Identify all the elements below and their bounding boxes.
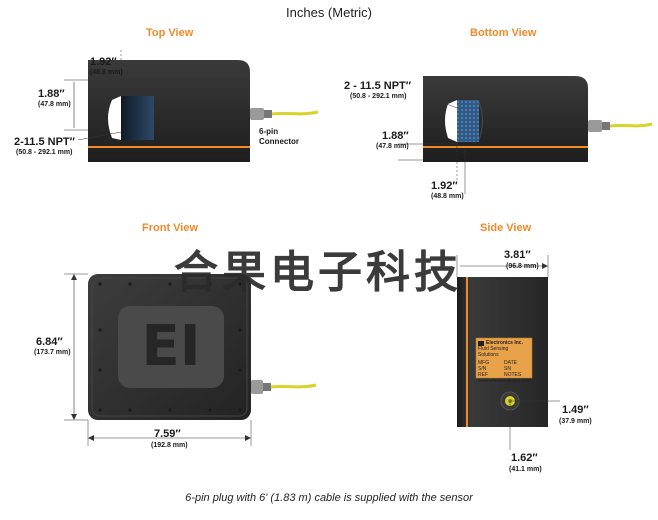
front-view-cable bbox=[251, 380, 317, 394]
front-view-height-dim: 6.84″ bbox=[36, 336, 63, 348]
front-view-logo: EI bbox=[141, 314, 201, 379]
side-view-product-label: Electronics Inc. Fluid Sensing Solutions… bbox=[478, 340, 532, 384]
top-view-lens bbox=[121, 96, 154, 140]
page-title: Inches (Metric) bbox=[286, 5, 372, 20]
top-view-orange-stripe bbox=[88, 146, 250, 148]
label-row: REF bbox=[478, 372, 488, 378]
top-view-cable bbox=[250, 108, 319, 120]
front-view-screws bbox=[98, 282, 242, 412]
bottom-view-thread-metric: (50.8 - 292.1 mm) bbox=[350, 93, 407, 100]
label-logo-icon bbox=[478, 340, 484, 346]
bottom-view-title: Bottom View bbox=[470, 27, 537, 39]
bottom-view-height-metric: (47.8 mm) bbox=[376, 143, 409, 150]
front-view-height-metric: (173.7 mm) bbox=[34, 349, 71, 356]
front-view-logo-panel bbox=[118, 306, 224, 388]
label-footer: www.electronicsinc.com bbox=[478, 378, 532, 384]
side-view-depth-dim: 3.81″ bbox=[504, 249, 531, 261]
top-view-width-dim: 1.92″ bbox=[90, 56, 117, 68]
bottom-view-drawing bbox=[398, 76, 653, 194]
label-row: DATE bbox=[504, 360, 517, 366]
connector-label-line2: Connector bbox=[259, 137, 299, 146]
top-view-thread-dim: 2-11.5 NPT″ bbox=[14, 136, 75, 148]
front-view-width-dim: 7.59″ bbox=[154, 428, 181, 440]
label-brand: Electronics Inc. bbox=[486, 340, 523, 346]
side-view-port-bottom-metric: (41.1 mm) bbox=[509, 466, 542, 473]
label-row: MFG bbox=[478, 360, 490, 366]
label-rows: MFG DATE S/N SN REF NOTES bbox=[478, 360, 530, 378]
bottom-view-lens-cutout bbox=[445, 100, 457, 142]
side-view-orange-stripe bbox=[466, 277, 468, 427]
bottom-view-cable bbox=[588, 120, 653, 132]
front-view-width-metric: (192.8 mm) bbox=[151, 442, 188, 449]
front-view-title: Front View bbox=[142, 222, 199, 234]
side-view-title: Side View bbox=[480, 222, 532, 234]
watermark-text: 合果电子科技 bbox=[174, 247, 462, 298]
label-row: NOTES bbox=[504, 372, 522, 378]
bottom-view-orange-stripe bbox=[423, 146, 588, 148]
bottom-view-height-dim: 1.88″ bbox=[382, 130, 409, 142]
side-view-label-plate bbox=[475, 337, 533, 379]
top-view-title: Top View bbox=[146, 27, 194, 39]
connector-label-line1: 6-pin bbox=[259, 127, 279, 136]
side-view-drawing bbox=[456, 255, 560, 450]
footer-caption: 6-pin plug with 6' (1.83 m) cable is sup… bbox=[185, 492, 473, 504]
side-view-depth-metric: (96.8 mm) bbox=[506, 263, 539, 270]
side-view-port-metric: (37.9 mm) bbox=[559, 418, 592, 425]
label-row: S/N bbox=[478, 366, 487, 372]
bottom-view-screen bbox=[457, 100, 479, 142]
bottom-view-width-metric: (48.8 mm) bbox=[431, 193, 464, 200]
label-subtitle: Fluid Sensing Solutions bbox=[478, 346, 509, 358]
label-row: SN bbox=[504, 366, 511, 372]
front-view-drawing bbox=[64, 273, 317, 446]
side-view-port-bottom-dim: 1.62″ bbox=[511, 452, 538, 464]
top-view-connector-label: 6-pin Connector bbox=[259, 127, 299, 147]
bottom-view-thread-dim: 2 - 11.5 NPT″ bbox=[344, 80, 412, 92]
top-view-width-metric: (48.8 mm) bbox=[90, 69, 123, 76]
top-view-drawing bbox=[64, 50, 319, 162]
side-view-port-dim: 1.49″ bbox=[562, 404, 589, 416]
top-view-thread-metric: (50.8 - 292.1 mm) bbox=[16, 149, 73, 156]
top-view-height-dim: 1.88″ bbox=[38, 88, 65, 100]
bottom-view-width-dim: 1.92″ bbox=[431, 180, 458, 192]
top-view-lens-cutout bbox=[108, 96, 121, 140]
top-view-height-metric: (47.8 mm) bbox=[38, 101, 71, 108]
